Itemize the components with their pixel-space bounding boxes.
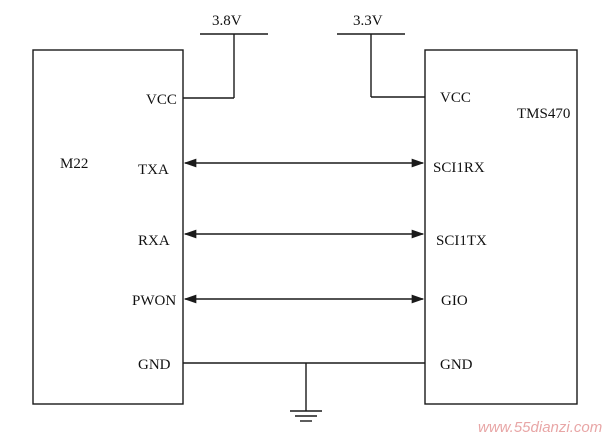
tms470-pin-gio: GIO bbox=[441, 293, 468, 309]
tms470-pin-sci1rx: SCI1RX bbox=[433, 160, 485, 176]
m22-pin-pwon: PWON bbox=[132, 293, 176, 309]
tms470-pin-sci1tx: SCI1TX bbox=[436, 233, 487, 249]
m22-pin-vcc: VCC bbox=[146, 92, 177, 108]
tms470-pin-vcc: VCC bbox=[440, 90, 471, 106]
m22-chip-name: M22 bbox=[60, 156, 88, 172]
tms470-chip-box bbox=[424, 49, 578, 405]
m22-pin-rxa: RXA bbox=[138, 233, 170, 249]
m22-pin-gnd: GND bbox=[138, 357, 171, 373]
supply-3v8-label: 3.8V bbox=[212, 13, 242, 29]
watermark-text: www.55dianzi.com bbox=[478, 419, 602, 436]
tms470-pin-gnd: GND bbox=[440, 357, 473, 373]
ground-symbol-icon bbox=[290, 410, 322, 422]
m22-chip-box bbox=[32, 49, 184, 405]
m22-pin-txa: TXA bbox=[138, 162, 169, 178]
supply-3v3-label: 3.3V bbox=[353, 13, 383, 29]
tms470-chip-name: TMS470 bbox=[517, 106, 570, 122]
